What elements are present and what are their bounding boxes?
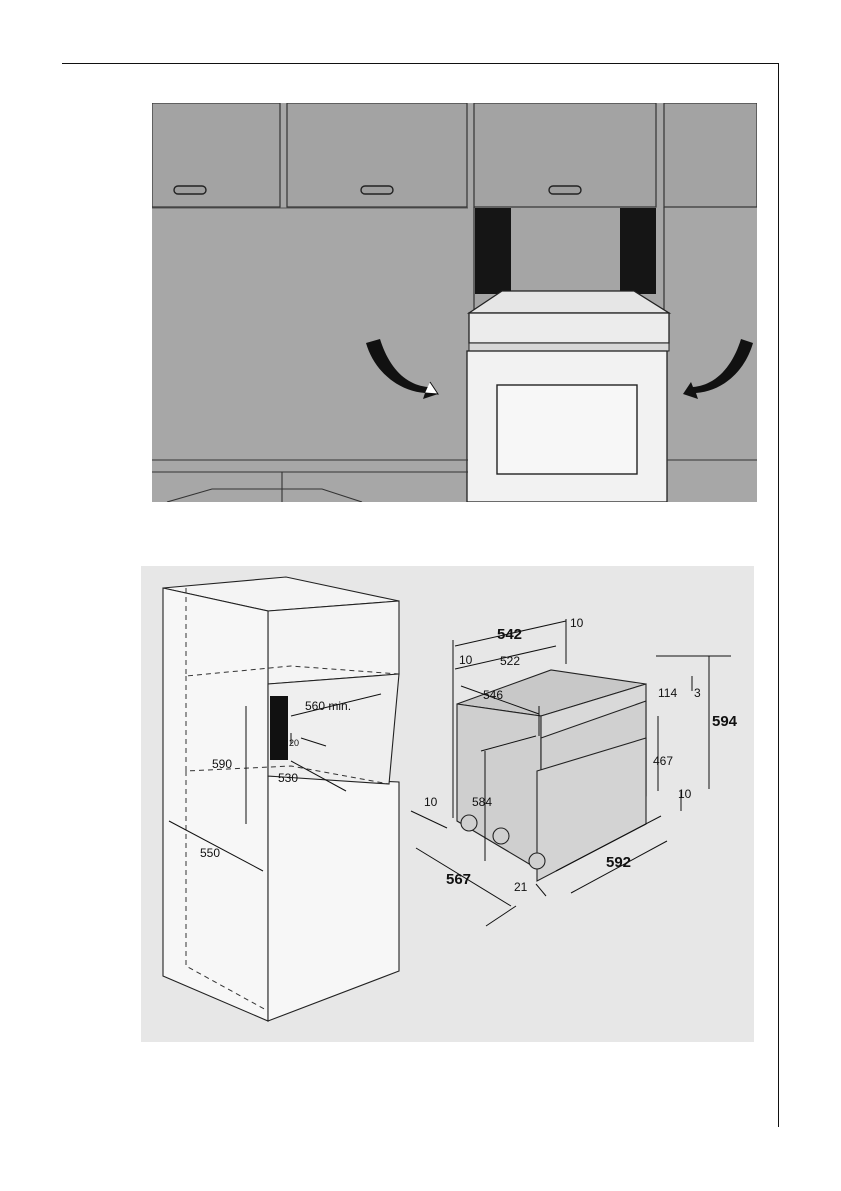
oven-overall-width-label: 542 [497,626,522,643]
oven-door-height-label: 467 [653,754,673,768]
cabinet-gap-label: 20 [289,738,299,748]
oven-front-thickness-label: 21 [514,880,528,894]
cabinet-drawing [163,577,399,1021]
oven-foot-icon [529,853,545,869]
handle-icon [361,186,393,194]
dimension-diagram: 560 min. 590 20 530 550 542 10 10 [141,566,754,1042]
cabinet-inner-depth-label: 530 [278,771,298,785]
oven-overall-height-label: 594 [712,713,738,730]
oven-top-gap-label: 3 [694,686,701,700]
page-top-rule [62,63,778,64]
oven-body-width-label: 546 [483,688,503,702]
page-right-rule [778,63,779,1127]
niche-gap-left [475,208,511,294]
oven-left-offset-label: 10 [459,653,473,667]
cabinet-upper-front [268,601,399,684]
niche-gap-right [620,208,656,294]
upper-cabinets [152,103,757,207]
niche-side-strip [270,696,288,760]
oven-foot-icon [461,815,477,831]
oven-right-offset-label: 10 [570,616,584,630]
oven-window [497,385,637,474]
handle-icon [549,186,581,194]
cabinet-min-width-label: 560 min. [305,699,351,713]
oven-foot-icon [493,828,509,844]
oven-side-offset-label: 10 [424,795,438,809]
kitchen-installation-illustration [152,103,757,502]
upper-cabinet-1 [152,103,280,207]
oven-body-height-label: 584 [472,795,492,809]
upper-cabinet-4 [664,103,757,207]
cabinet-depth-label: 550 [200,846,220,860]
oven-unit [467,291,669,502]
cabinet-height-label: 590 [212,757,232,771]
oven-panel-shadow [469,343,669,351]
oven-bottom-gap-label: 10 [678,787,692,801]
oven-front-width-label: 592 [606,854,631,871]
cabinet-side [163,588,268,1021]
oven-top-face [469,291,669,313]
oven-top-panel-label: 114 [658,686,677,700]
oven-inner-width-label: 522 [500,654,520,668]
handle-icon [174,186,206,194]
oven-control-panel [469,313,669,343]
oven-depth-label: 567 [446,871,471,888]
niche-back [511,208,620,294]
